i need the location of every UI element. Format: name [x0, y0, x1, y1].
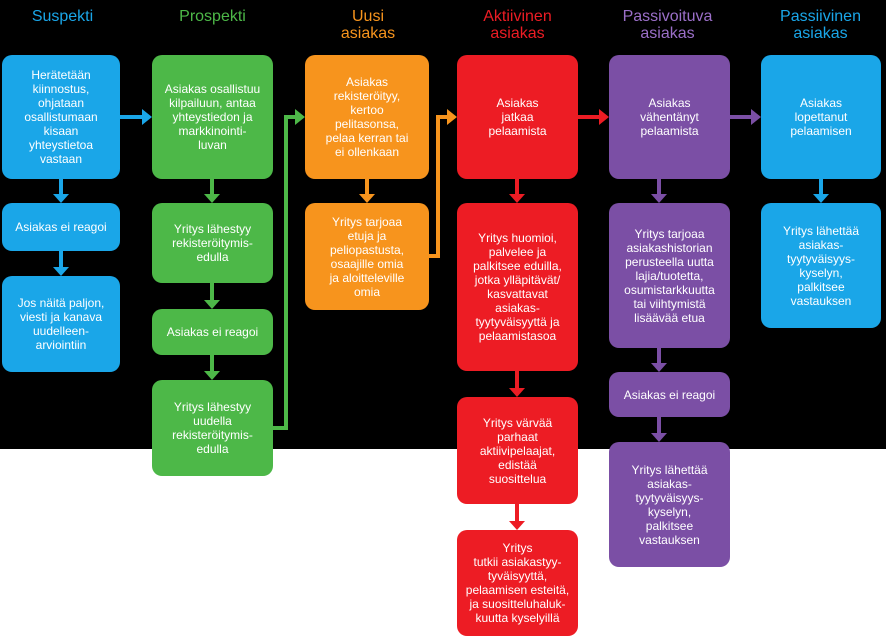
- title-prospekti: Prospekti: [179, 8, 246, 25]
- box-prospekti-uusi-lahestyminen: Yritys lähestyy uudella rekisteröitymis-…: [152, 380, 273, 476]
- title-suspekti: Suspekti: [31, 8, 94, 25]
- title-passivoituva-asiakas: Passivoituva asiakas: [622, 8, 713, 42]
- box-prospekti-ei-reagoi: Asiakas ei reagoi: [152, 309, 273, 355]
- box-passivoituva-ei-reagoi: Asiakas ei reagoi: [609, 372, 730, 417]
- title-passiivinen-asiakas: Passiivinen asiakas: [780, 8, 861, 42]
- arrow-v1-q1-head: [751, 109, 761, 125]
- arrow-v3-v4-head: [651, 433, 667, 442]
- arrow-a1-a2-head: [509, 194, 525, 203]
- arrow-u2-a1-head: [447, 109, 457, 125]
- arrow-u1-u2-head: [359, 194, 375, 203]
- diagram-background: [0, 0, 886, 449]
- title-uusi-asiakas: Uusi asiakas: [340, 8, 396, 42]
- arrow-p1-p2-head: [204, 194, 220, 203]
- box-aktiivinen-tutkii: Yritys tutkii asiakastyy- tyväisyyttä, p…: [457, 530, 578, 636]
- arrow-p4-u1-head: [295, 109, 305, 125]
- box-passiivinen-lopettanut: Asiakas lopettanut pelaamisen: [761, 55, 881, 179]
- box-suspekti-ei-reagoi: Asiakas ei reagoi: [2, 203, 120, 251]
- arrow-v1-v2-head: [651, 194, 667, 203]
- box-passivoituva-kysely: Yritys lähettää asiakas- tyytyväisyys- k…: [609, 442, 730, 567]
- arrow-s1-s2-head: [53, 194, 69, 203]
- arrow-a2-a3-head: [509, 388, 525, 397]
- arrow-p4-u1-line: [273, 115, 296, 430]
- arrow-p2-p3-head: [204, 300, 220, 309]
- box-suspekti-heratetaan: Herätetään kiinnostus, ohjataan osallist…: [2, 55, 120, 179]
- box-passiivinen-kysely: Yritys lähettää asiakas- tyytyväisyys- k…: [761, 203, 881, 328]
- box-uusi-rekisteroityy: Asiakas rekisteröityy, kertoo pelitasons…: [305, 55, 429, 179]
- arrow-v2-v3-head: [651, 363, 667, 372]
- arrow-a1-v1-head: [599, 109, 609, 125]
- box-aktiivinen-huomioi: Yritys huomioi, palvelee ja palkitsee ed…: [457, 203, 578, 371]
- arrow-u2-a1-line: [429, 115, 448, 258]
- arrow-s2-s3-head: [53, 267, 69, 276]
- box-aktiivinen-jatkaa: Asiakas jatkaa pelaamista: [457, 55, 578, 179]
- box-passivoituva-tarjoaa: Yritys tarjoaa asiakashistorian perustee…: [609, 203, 730, 348]
- arrow-q1-q2-head: [813, 194, 829, 203]
- box-passivoituva-vahentanyt: Asiakas vähentänyt pelaamista: [609, 55, 730, 179]
- arrow-s1-p1-head: [142, 109, 152, 125]
- box-prospekti-lahestyy: Yritys lähestyy rekisteröitymis- edulla: [152, 203, 273, 283]
- arrow-a3-a4-head: [509, 521, 525, 530]
- box-suspekti-uudelleenarviointi: Jos näitä paljon, viesti ja kanava uudel…: [2, 276, 120, 372]
- arrow-p3-p4-head: [204, 371, 220, 380]
- title-aktiivinen-asiakas: Aktiivinen asiakas: [483, 8, 552, 42]
- box-prospekti-osallistuu: Asiakas osallistuu kilpailuun, antaa yht…: [152, 55, 273, 179]
- box-uusi-tarjoaa-etuja: Yritys tarjoaa etuja ja peliopastusta, o…: [305, 203, 429, 310]
- box-aktiivinen-varvaa: Yritys värvää parhaat aktiivipelaajat, e…: [457, 397, 578, 504]
